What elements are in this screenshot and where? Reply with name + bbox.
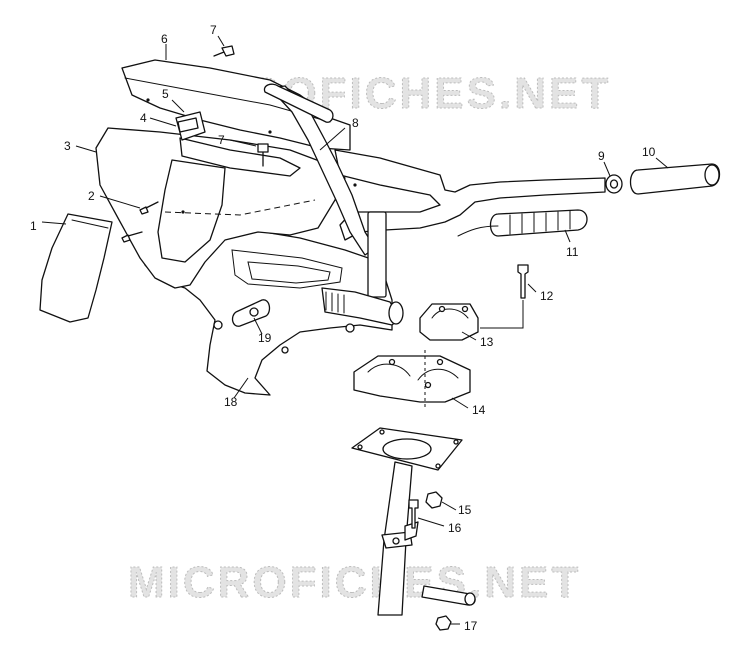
- callout-12: 12: [540, 289, 554, 303]
- nut-15: [425, 491, 443, 509]
- headlight-lens: [39, 213, 113, 323]
- upper-cover: [121, 59, 351, 151]
- leader-13: [461, 331, 477, 341]
- upper-clamp-saddle: [431, 308, 469, 319]
- front-cover-hidden-edge: [164, 199, 316, 216]
- leader-2: [99, 195, 141, 209]
- clamp-base-hole-1: [388, 358, 396, 366]
- callout-16: 16: [448, 521, 462, 535]
- switch-housing-cap: [177, 117, 199, 133]
- bolt-16: [408, 499, 419, 529]
- leader-4: [149, 117, 177, 127]
- clamp-base: [353, 355, 471, 403]
- front-cover-rivet: [181, 210, 185, 214]
- body-top-strip: [179, 137, 301, 177]
- leader-12: [527, 283, 537, 293]
- leader-7a: [217, 35, 225, 47]
- leader-7b: [229, 139, 257, 147]
- leader-16: [417, 517, 445, 527]
- nut-17: [435, 615, 452, 631]
- callout-14: 14: [472, 403, 486, 417]
- leader-3: [75, 145, 97, 153]
- callout-3: 3: [64, 139, 71, 153]
- leader-19: [253, 317, 263, 335]
- leader-14: [451, 397, 469, 409]
- throttle-grip: [489, 209, 588, 237]
- leader-18: [233, 377, 249, 399]
- upper-clamp-hole-left: [438, 305, 446, 313]
- handlebar-grip-end: [704, 164, 720, 186]
- front-cover-opening: [157, 159, 226, 263]
- bolt-12-line: [480, 300, 524, 329]
- grip-end-cap-hole: [609, 179, 619, 189]
- lower-panel-hole-center: [281, 346, 289, 354]
- bolt-7-middle: [257, 143, 269, 167]
- screw-2-lower: [121, 231, 143, 243]
- upper-cover-rivet-2: [268, 130, 272, 134]
- clamp-base-saddle: [367, 363, 459, 381]
- leader-10: [655, 157, 669, 169]
- callout-10: 10: [642, 145, 656, 159]
- handlebar-grip: [629, 163, 721, 195]
- handlebar-lower-bar-knurl: [325, 291, 345, 314]
- upper-clamp-hole-right: [461, 305, 469, 313]
- callout-17: 17: [464, 619, 478, 633]
- callout-4: 4: [140, 111, 147, 125]
- callout-2: 2: [88, 189, 95, 203]
- upper-clamp: [419, 303, 479, 341]
- callout-8: 8: [352, 116, 359, 130]
- callout-6: 6: [161, 32, 168, 46]
- lower-panel-notch: [231, 249, 343, 289]
- handlebar-riser-cap: [263, 83, 334, 123]
- bolt-12: [517, 264, 529, 299]
- leader-8: [319, 127, 346, 151]
- leader-1: [41, 221, 67, 225]
- mount-plate-hole-2: [379, 429, 385, 435]
- callout-7-middle: 7: [218, 133, 225, 147]
- lower-panel-hole-left: [213, 320, 223, 330]
- headlight-lens-edge: [71, 219, 109, 229]
- callout-13: 13: [480, 335, 494, 349]
- steering-post-bracket-hole: [392, 537, 400, 545]
- callout-18: 18: [224, 395, 238, 409]
- screw-2-upper: [139, 201, 159, 215]
- leader-11: [564, 229, 571, 243]
- mount-plate-hole-3: [453, 439, 459, 445]
- upper-cover-rivet: [146, 98, 150, 102]
- leader-9: [603, 161, 611, 177]
- callout-15: 15: [458, 503, 472, 517]
- lower-panel-hole-right: [345, 323, 355, 333]
- clamp-base-hole-2: [436, 358, 444, 366]
- clamp-base-hole-3: [424, 381, 432, 389]
- clip-19-hole: [249, 307, 259, 317]
- throttle-grip-ribs: [509, 210, 571, 235]
- throttle-cable: [457, 225, 499, 237]
- mount-plate-hole-4: [435, 463, 441, 469]
- callout-5: 5: [162, 87, 169, 101]
- callout-7-top: 7: [210, 23, 217, 37]
- callout-19: 19: [258, 331, 272, 345]
- handlebar-lower-bar-end: [388, 301, 404, 325]
- callout-11: 11: [566, 245, 579, 259]
- leader-5: [171, 99, 185, 113]
- watermark-bottom: MICROFICHES.NET: [128, 558, 581, 607]
- handlebar-stem-upright: [367, 211, 387, 298]
- callout-1: 1: [30, 219, 37, 233]
- bolt-7-top: [213, 45, 235, 57]
- mount-plate-opening: [382, 438, 432, 460]
- mount-plate-hole-1: [357, 444, 363, 450]
- leader-15: [441, 501, 457, 511]
- pin-17-end: [464, 592, 476, 606]
- handlebar-crossbar: [334, 149, 606, 241]
- callout-9: 9: [598, 149, 605, 163]
- front-cover-rivet-2: [353, 183, 357, 187]
- lower-panel-notch-inner: [247, 261, 331, 284]
